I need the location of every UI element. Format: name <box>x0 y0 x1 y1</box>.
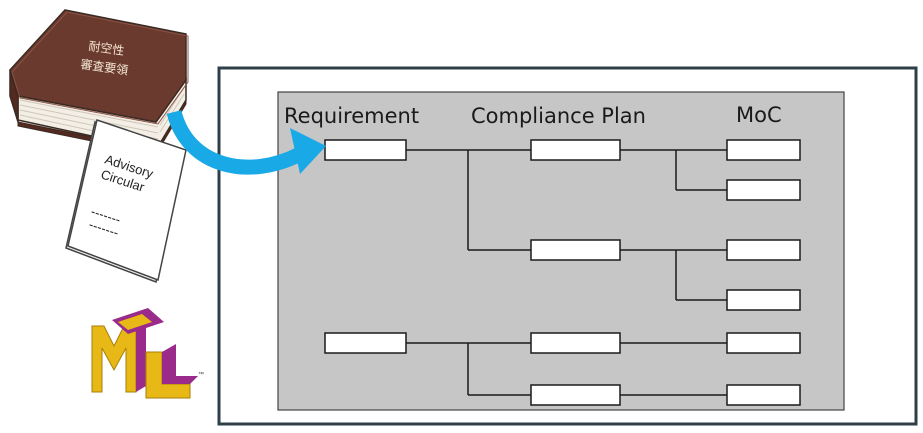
compliance-plan-box <box>530 139 621 161</box>
requirement-box <box>324 332 407 354</box>
header-moc: MoC <box>736 103 782 127</box>
header-compliance-plan: Compliance Plan <box>471 104 646 128</box>
header-requirement: Requirement <box>284 104 419 128</box>
book-title-line1: 耐空性 <box>88 39 126 58</box>
moc-box <box>726 139 801 161</box>
compliance-plan-box <box>530 384 621 406</box>
book-title-line2: 審査要領 <box>80 56 130 78</box>
sysml-logo: ™ <box>80 308 214 410</box>
connectors-group-1 <box>406 149 727 301</box>
moc-box <box>726 289 801 311</box>
moc-box <box>726 179 801 201</box>
advisory-circular-document: Advisory Circular ------- ------- <box>65 119 187 284</box>
curved-arrow <box>166 109 326 175</box>
requirement-box <box>324 139 407 161</box>
connectors-group-2 <box>406 342 727 396</box>
sysml-trademark: ™ <box>198 371 204 378</box>
moc-box <box>726 239 801 261</box>
book-icon: 耐空性 審査要領 <box>9 9 189 155</box>
compliance-plan-box <box>530 239 621 261</box>
moc-box <box>726 384 801 406</box>
moc-box <box>726 332 801 354</box>
compliance-plan-box <box>530 332 621 354</box>
